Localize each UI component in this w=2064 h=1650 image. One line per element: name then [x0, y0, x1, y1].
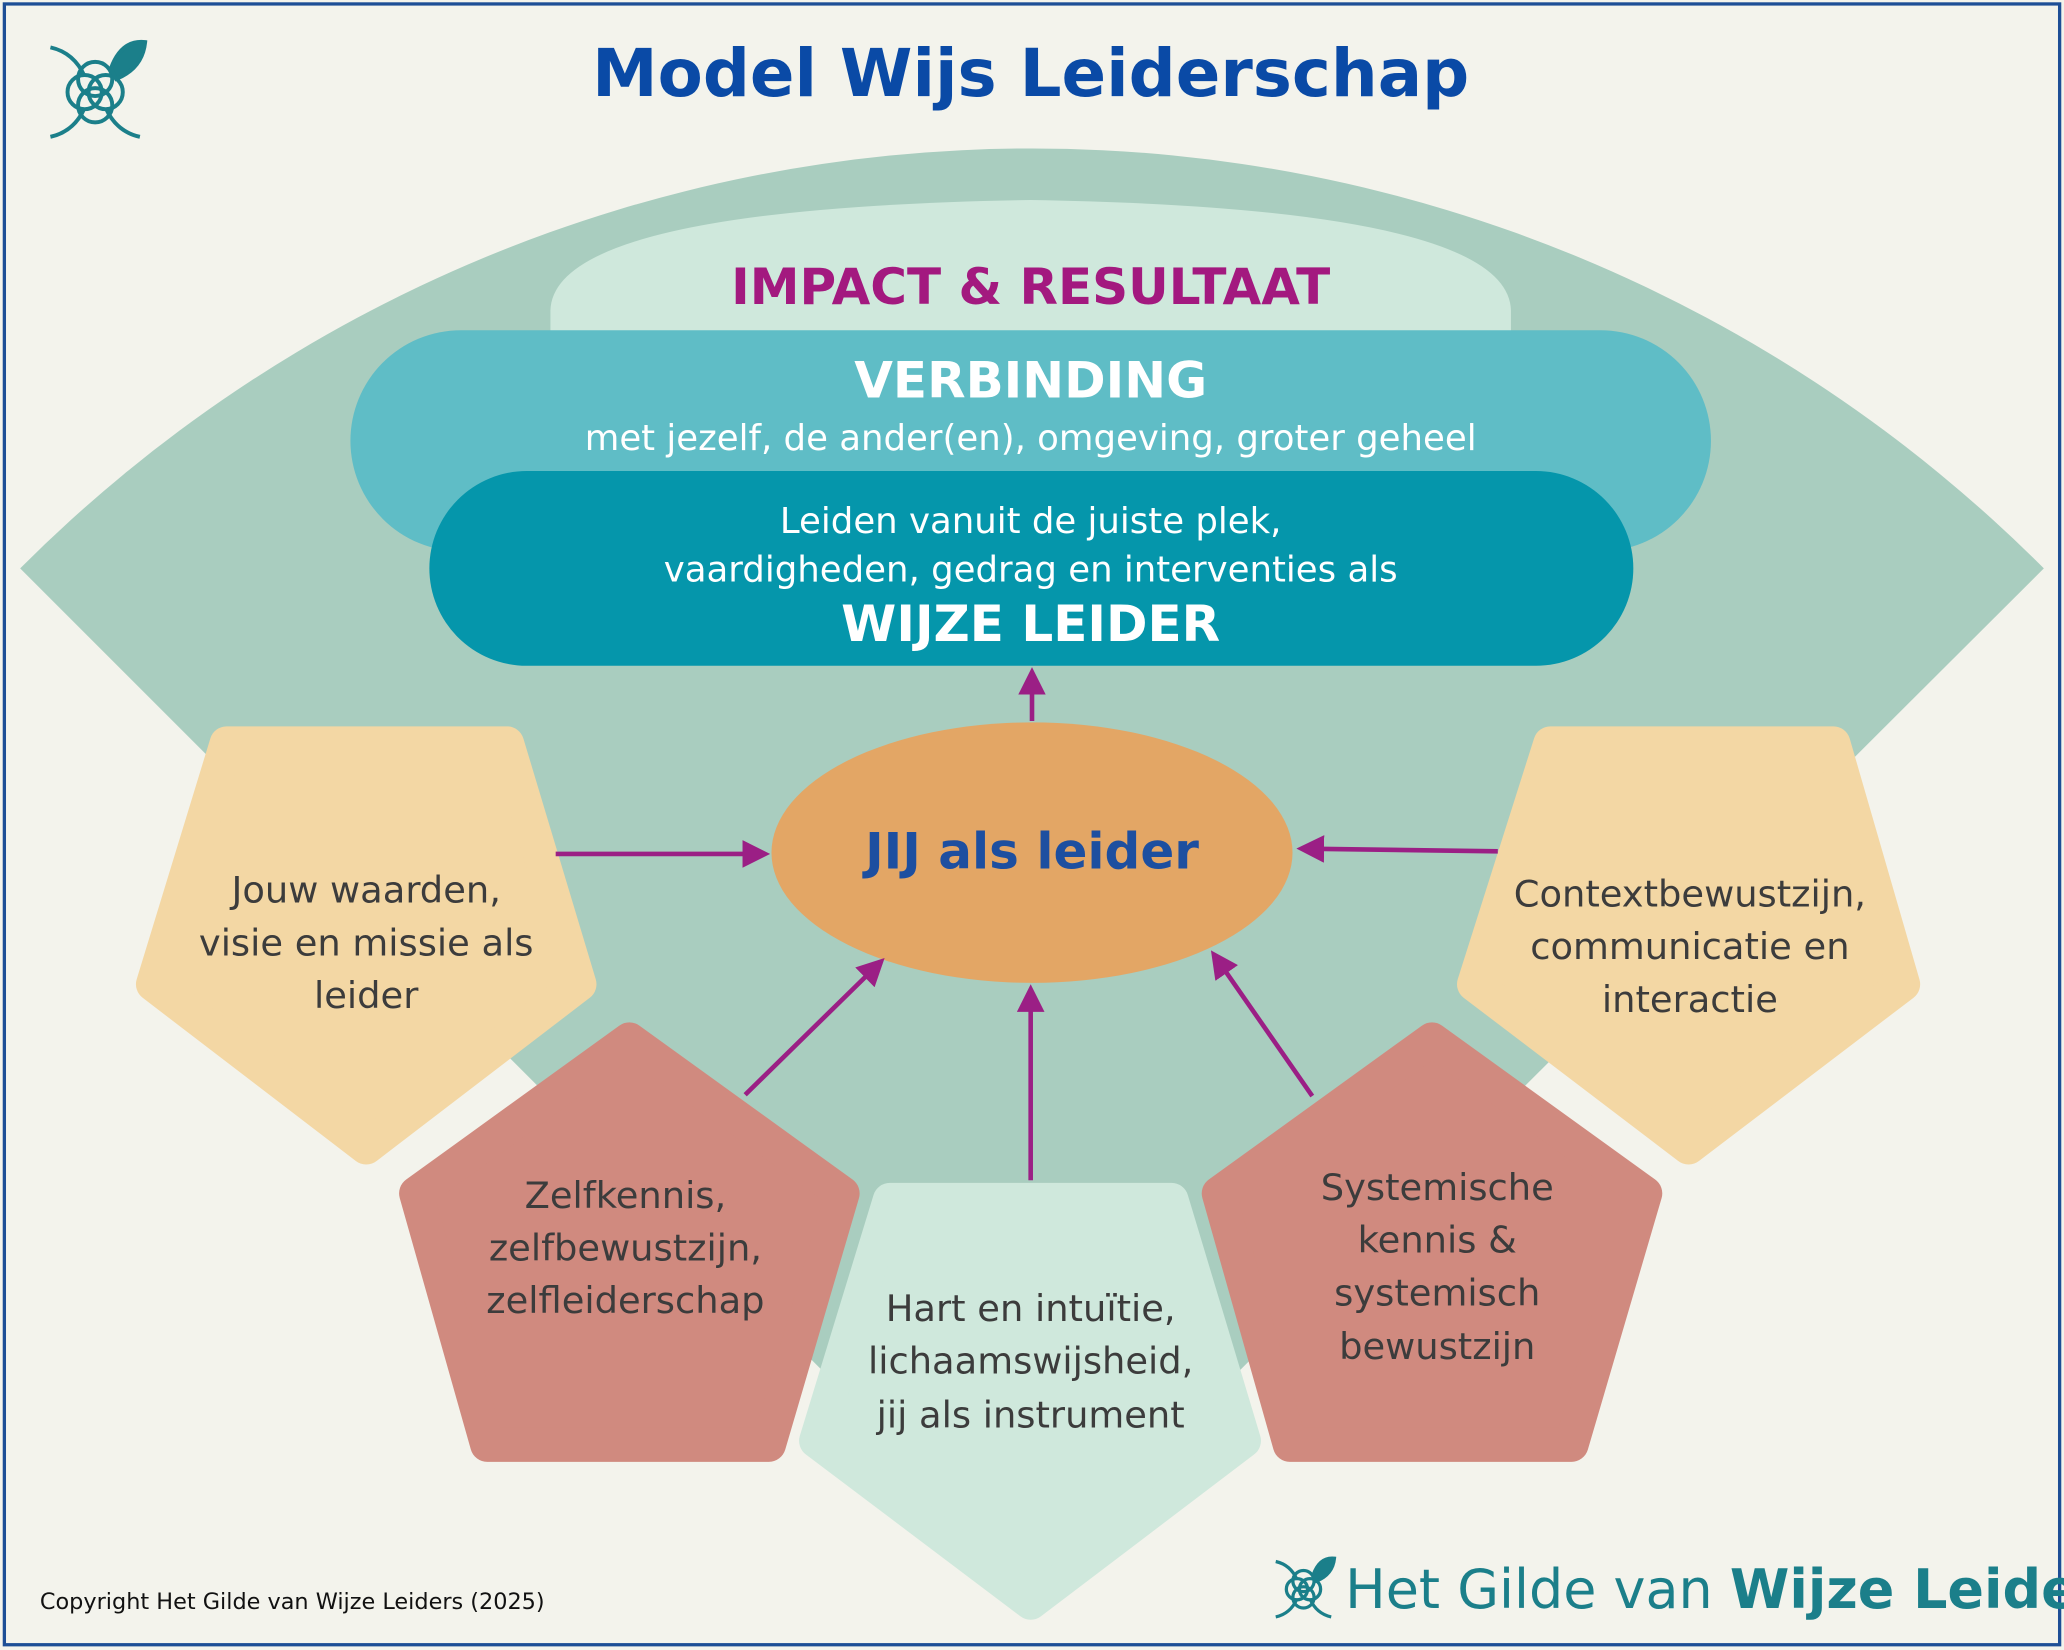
pillar-systemic-label: Systemische kennis & systemisch bewustzi…	[1321, 1166, 1554, 1368]
logo-knot-leaf-icon	[49, 39, 148, 139]
arrow-systemic	[1210, 950, 1315, 1098]
pillar-heart-label: Hart en intuïtie, lichaamswijsheid, jij …	[868, 1287, 1193, 1437]
pillar-heart-shape	[799, 1182, 1261, 1620]
impact-lens	[550, 200, 1511, 343]
pillar-context-shape	[1457, 726, 1921, 1165]
brand-regular: Het Gilde van	[1345, 1558, 1730, 1621]
label-line: lichaamswijsheid,	[868, 1340, 1193, 1383]
pillar-self-shape	[399, 1022, 860, 1462]
wijze-leider-line-1: Leiden vanuit de juiste plek,	[780, 501, 1282, 542]
label-line: bewustzijn	[1339, 1325, 1535, 1368]
label-line: visie en missie als	[199, 921, 534, 964]
label-line: Contextbewustzijn,	[1514, 873, 1866, 916]
label-line: jij als instrument	[876, 1394, 1185, 1437]
label-line: interactie	[1602, 978, 1778, 1021]
center-label: JIJ als leider	[862, 822, 1199, 880]
center-ellipse	[771, 722, 1293, 983]
label-line: Systemische	[1321, 1166, 1554, 1209]
brand-bold: Wijze Leiders	[1730, 1558, 2064, 1621]
pillar-systemic-shape	[1201, 1022, 1663, 1462]
pillar-values-label: Jouw waarden, visie en missie als leider	[199, 869, 534, 1017]
label-line: zelfleiderschap	[486, 1279, 764, 1322]
wijze-leider-pill	[429, 471, 1634, 666]
arrow-context	[1296, 835, 1498, 863]
wijze-leider-line-2: vaardigheden, gedrag en interventies als	[664, 550, 1398, 591]
footer-logo-icon	[1275, 1556, 1337, 1619]
pillar-values-shape	[135, 726, 597, 1165]
impact-label: IMPACT & RESULTAAT	[731, 258, 1330, 316]
pillar-self-label: Zelfkennis, zelfbewustzijn, zelfleidersc…	[486, 1174, 764, 1322]
copyright: Copyright Het Gilde van Wijze Leiders (2…	[40, 1589, 545, 1615]
label-line: Hart en intuïtie,	[886, 1287, 1176, 1330]
pillar-context-label: Contextbewustzijn, communicatie en inter…	[1514, 873, 1866, 1021]
label-line: systemisch	[1334, 1271, 1540, 1314]
wijze-leider-heading: WIJZE LEIDER	[841, 595, 1220, 653]
page-title: Model Wijs Leiderschap	[592, 35, 1469, 112]
label-line: leider	[314, 974, 419, 1017]
label-line: Zelfkennis,	[525, 1174, 727, 1217]
label-line: zelfbewustzijn,	[489, 1227, 762, 1270]
label-line: communicatie en	[1530, 925, 1849, 968]
label-line: Jouw waarden,	[230, 869, 501, 912]
verbinding-heading: VERBINDING	[854, 351, 1207, 409]
arrow-self	[743, 958, 885, 1097]
brand-name: Het Gilde van Wijze Leiders	[1345, 1558, 2064, 1621]
label-line: kennis &	[1358, 1219, 1517, 1262]
verbinding-subtitle: met jezelf, de ander(en), omgeving, grot…	[585, 418, 1477, 459]
